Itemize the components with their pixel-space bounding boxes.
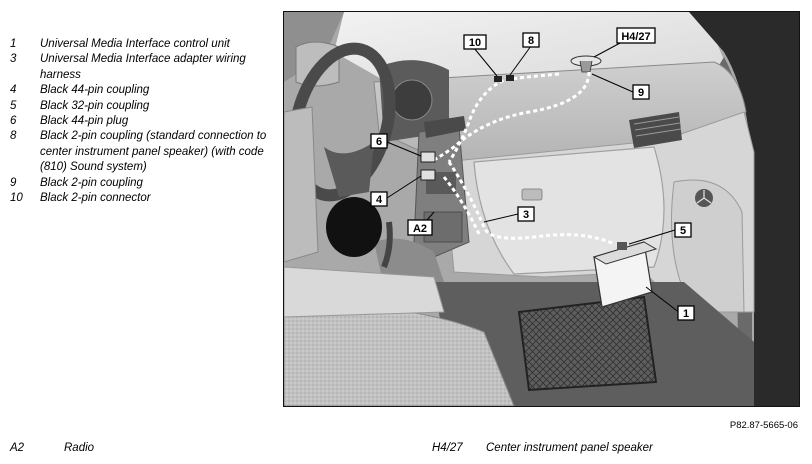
legend-text: Universal Media Interface adapter wiring… xyxy=(40,53,246,81)
callout-8: 8 xyxy=(522,32,540,48)
legend-text: Black 44-pin coupling xyxy=(40,84,150,97)
legend-text: Black 32-pin coupling xyxy=(40,99,150,112)
legend-number: 4 xyxy=(10,84,17,97)
legend-text: Black 2-pin coupling xyxy=(40,176,143,189)
control-unit-top xyxy=(592,241,658,265)
callout-1: 1 xyxy=(677,305,695,321)
door-panel-left xyxy=(284,106,319,263)
sill-trim xyxy=(284,266,445,318)
wiring-harness-upper xyxy=(433,71,591,162)
footnote-text: Radio xyxy=(64,442,95,454)
legend-number: 6 xyxy=(10,115,17,128)
dashboard-drawing: 10 8 H4/27 9 6 4 3 A2 xyxy=(284,12,799,406)
coupling-2pin xyxy=(506,75,514,81)
callout-5: 5 xyxy=(674,222,692,238)
speaker-body xyxy=(579,60,593,73)
legend-text: Black 2-pin connector xyxy=(40,192,151,205)
footnote-a2: A2 Radio xyxy=(10,442,94,454)
storage-net xyxy=(517,295,658,392)
callout-10: 10 xyxy=(463,34,487,50)
legend-number: 3 xyxy=(10,53,17,66)
legend-item: 9 Black 2-pin coupling xyxy=(10,176,272,191)
gear-lever xyxy=(381,221,393,269)
wiring-harness-main xyxy=(447,161,615,246)
door-frame-right xyxy=(689,12,799,406)
callout-8-text: 8 xyxy=(528,35,534,47)
callout-h4-27: H4/27 xyxy=(616,27,656,44)
callout-3: 3 xyxy=(517,206,535,222)
wiring-harness-speaker xyxy=(447,72,560,163)
legend-item: 3 Universal Media Interface adapter wirin… xyxy=(10,52,272,83)
callout-h4-27-text: H4/27 xyxy=(621,31,650,43)
gauge-dial xyxy=(391,79,433,121)
legend-text: Black 44-pin plug xyxy=(40,115,129,128)
callout-9-text: 9 xyxy=(638,87,644,99)
dashboard-illustration: 10 8 H4/27 9 6 4 3 A2 xyxy=(283,11,800,407)
legend-item: 6 Black 44-pin plug xyxy=(10,114,272,129)
legend-number: 5 xyxy=(10,99,17,112)
legend-text: Universal Media Interface control unit xyxy=(40,38,230,50)
vehicle-logo-star xyxy=(696,190,712,204)
callout-a2: A2 xyxy=(407,219,433,236)
callout-5-text: 5 xyxy=(680,225,686,237)
coupling-44pin xyxy=(420,169,436,181)
footnote-code: A2 xyxy=(10,442,25,454)
footnote-code: H4/27 xyxy=(432,442,463,454)
callout-4: 4 xyxy=(370,191,388,207)
callout-1-text: 1 xyxy=(683,308,689,320)
speaker-recess xyxy=(326,197,382,257)
callout-4-text: 4 xyxy=(376,194,383,206)
steering-column xyxy=(324,142,374,197)
air-vent-right xyxy=(629,112,682,148)
plug-44pin xyxy=(420,151,436,163)
legend-text: Black 2-pin coupling (standard connectio… xyxy=(40,130,267,174)
legend-item: 4 Black 44-pin coupling xyxy=(10,83,272,98)
legend-item: 8 Black 2-pin coupling (standard connecti… xyxy=(10,129,272,175)
legend-number: 9 xyxy=(10,176,17,189)
legend-item: 10 Black 2-pin connector xyxy=(10,191,272,206)
callout-10-text: 10 xyxy=(469,37,481,49)
legend-item: 1 Universal Media Interface control unit xyxy=(10,37,272,52)
callout-6: 6 xyxy=(370,133,388,149)
legend-number: 10 xyxy=(10,192,23,205)
footnote-h4-27: H4/27 Center instrument panel speaker xyxy=(432,442,653,454)
glove-box-handle xyxy=(521,188,543,201)
footnote-text: Center instrument panel speaker xyxy=(486,442,653,454)
callout-9: 9 xyxy=(632,84,650,100)
coupling-32pin xyxy=(617,242,627,250)
callout-6-text: 6 xyxy=(376,136,382,148)
legend-item: 5 Black 32-pin coupling xyxy=(10,99,272,114)
callout-a2-text: A2 xyxy=(413,223,427,235)
figure-reference: P82.87-5665-06 xyxy=(729,420,798,431)
glove-box xyxy=(473,146,665,275)
vent-slats xyxy=(633,116,682,137)
connector-2pin xyxy=(494,76,502,82)
legend-number: 1 xyxy=(10,38,17,50)
leader-lines xyxy=(386,41,681,314)
legend-number: 8 xyxy=(10,130,17,143)
air-vent-center xyxy=(424,116,466,138)
callout-3-text: 3 xyxy=(523,209,529,221)
